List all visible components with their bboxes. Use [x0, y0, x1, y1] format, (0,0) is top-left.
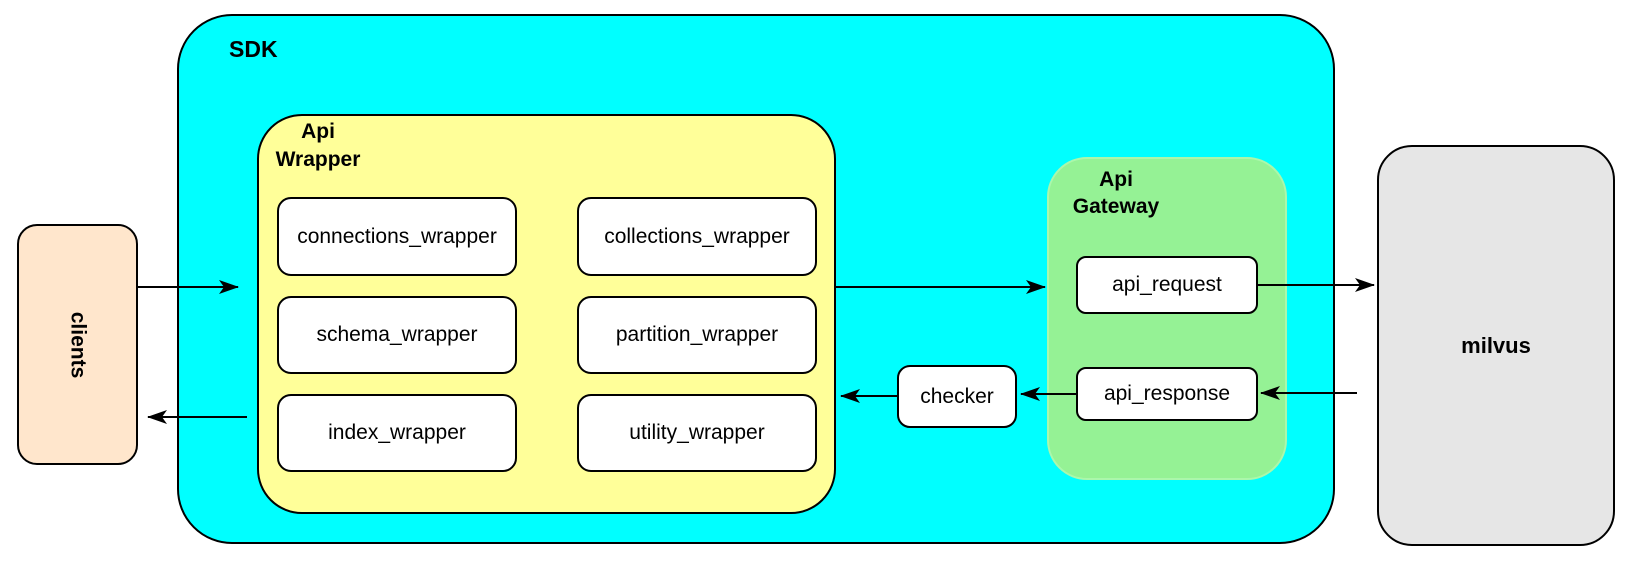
sdk-label: SDK: [229, 36, 278, 62]
api-response-label: api_response: [1103, 382, 1231, 405]
api-gateway-label-line1: Api: [1099, 168, 1133, 191]
utility-wrapper-node: utility_wrapper: [577, 394, 817, 472]
api-gateway-label-line2: Gateway: [1072, 195, 1160, 219]
checker-node: checker: [897, 365, 1017, 428]
collections-wrapper-label: collections_wrapper: [604, 224, 790, 248]
clients-node: clients: [17, 224, 138, 465]
connections-wrapper-node: connections_wrapper: [277, 197, 517, 276]
connections-wrapper-label: connections_wrapper: [297, 224, 497, 248]
index-wrapper-node: index_wrapper: [277, 394, 517, 472]
milvus-label: milvus: [1461, 332, 1531, 358]
api-wrapper-label-line1: Api: [301, 120, 335, 143]
utility-wrapper-label: utility_wrapper: [629, 421, 765, 444]
api-request-label: api_request: [1112, 273, 1222, 296]
milvus-node: milvus: [1377, 145, 1615, 546]
api-gateway-label: Api Gateway: [1056, 166, 1176, 221]
partition-wrapper-node: partition_wrapper: [577, 296, 817, 374]
api-request-node: api_request: [1076, 256, 1258, 314]
schema-wrapper-node: schema_wrapper: [277, 296, 517, 374]
api-wrapper-label-line2: Wrapper: [275, 148, 361, 172]
api-gateway-container: [1047, 157, 1287, 480]
clients-label: clients: [66, 311, 90, 378]
api-wrapper-label: Api Wrapper: [262, 118, 374, 175]
api-response-node: api_response: [1076, 367, 1258, 421]
index-wrapper-label: index_wrapper: [328, 421, 466, 444]
partition-wrapper-label: partition_wrapper: [615, 323, 779, 346]
schema-wrapper-label: schema_wrapper: [316, 323, 478, 346]
checker-label: checker: [920, 384, 994, 408]
collections-wrapper-node: collections_wrapper: [577, 197, 817, 276]
